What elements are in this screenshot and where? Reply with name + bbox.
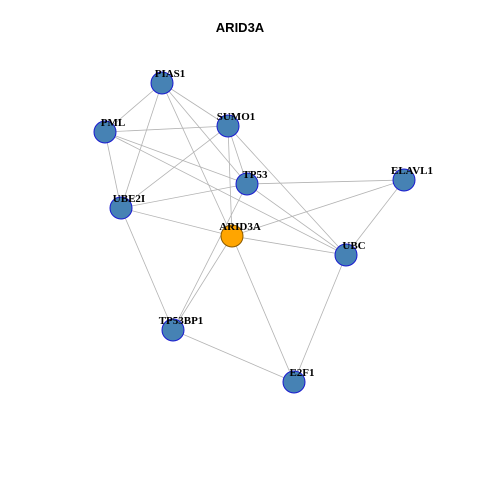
edge-ube2i-tp53bp1	[120, 207, 174, 331]
edge-ube2i-arid3a	[120, 207, 233, 237]
node-tp53bp1	[161, 318, 185, 342]
edge-tp53-elavl1	[246, 179, 405, 185]
node-label-ube2i: UBE2I	[113, 193, 145, 205]
node-label-sumo1: SUMO1	[217, 111, 256, 123]
edge-ubc-e2f1	[293, 254, 347, 383]
node-elavl1	[392, 168, 416, 192]
edge-pias1-sumo1	[161, 82, 229, 127]
node-label-pml: PML	[101, 117, 125, 129]
edge-arid3a-ubc	[231, 235, 347, 256]
edge-arid3a-elavl1	[231, 179, 405, 237]
edge-pias1-tp53	[161, 82, 248, 185]
edge-sumo1-ubc	[227, 125, 347, 256]
node-label-tp53: TP53	[242, 169, 268, 181]
node-ube2i	[109, 196, 133, 220]
node-pml	[93, 120, 117, 144]
node-label-tp53bp1: TP53BP1	[159, 315, 204, 327]
edge-pml-ube2i	[104, 131, 122, 209]
edge-tp53-ubc	[246, 183, 347, 256]
edge-elavl1-ubc	[345, 179, 405, 256]
edge-arid3a-tp53bp1	[172, 235, 233, 331]
node-label-ubc: UBC	[342, 240, 365, 252]
node-e2f1	[282, 370, 306, 394]
node-label-elavl1: ELAVL1	[391, 165, 433, 177]
node-label-arid3a: ARID3A	[219, 221, 261, 233]
node-label-pias1: PIAS1	[155, 68, 186, 80]
edge-pias1-arid3a	[161, 82, 233, 237]
node-arid3a	[220, 224, 244, 248]
edge-tp53-tp53bp1	[172, 183, 248, 331]
node-pias1	[150, 71, 174, 95]
page-title: ARID3A	[215, 20, 265, 35]
edge-layer	[104, 82, 405, 383]
node-tp53	[235, 172, 259, 196]
node-label-e2f1: E2F1	[289, 367, 314, 379]
edge-sumo1-ube2i	[120, 125, 229, 209]
edge-tp53bp1-e2f1	[172, 329, 295, 383]
edge-pml-tp53	[104, 131, 248, 185]
node-ubc	[334, 243, 358, 267]
edge-pias1-pml	[104, 82, 163, 133]
node-sumo1	[216, 114, 240, 138]
edge-arid3a-e2f1	[231, 235, 295, 383]
edge-sumo1-arid3a	[227, 125, 233, 237]
node-layer	[93, 71, 416, 394]
edge-pml-ubc	[104, 131, 347, 256]
edge-pml-sumo1	[104, 125, 229, 133]
edge-tp53-ube2i	[120, 183, 248, 209]
